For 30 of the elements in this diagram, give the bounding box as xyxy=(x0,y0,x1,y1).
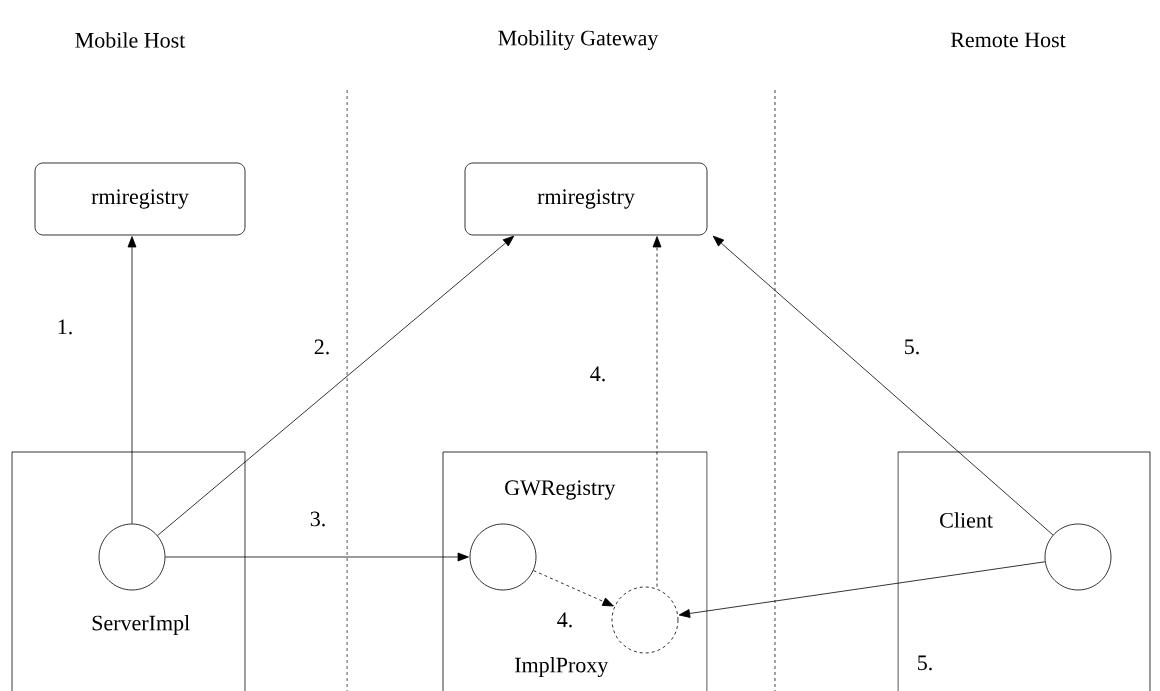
column-heading: Mobility Gateway xyxy=(498,30,659,50)
registry-box: rmiregistry xyxy=(464,162,708,236)
step-number: 3. xyxy=(308,510,328,528)
arrow xyxy=(165,552,469,562)
arrow xyxy=(678,561,1046,618)
step-number: 5. xyxy=(915,654,935,672)
arrow xyxy=(127,236,137,524)
column-heading: Remote Host xyxy=(950,32,1066,48)
object-name: ImplProxy xyxy=(515,657,609,677)
column-heading: Mobile Host xyxy=(75,32,186,48)
arrow xyxy=(533,570,614,607)
arrow xyxy=(712,235,1054,536)
step-number: 4. xyxy=(555,611,575,629)
object-name: GWRegistry xyxy=(505,480,616,500)
object-circle xyxy=(611,586,679,654)
arrow xyxy=(157,235,515,536)
host-box xyxy=(442,451,708,691)
object-name: ServerImpl xyxy=(92,615,190,635)
arrow xyxy=(652,236,662,587)
step-number: 4. xyxy=(588,365,608,383)
object-circle xyxy=(469,523,537,591)
object-name: Client xyxy=(940,512,993,528)
step-number: 5. xyxy=(902,338,922,356)
step-number: 2. xyxy=(312,338,332,356)
object-circle xyxy=(1044,523,1112,591)
object-circle xyxy=(98,523,166,591)
registry-box: rmiregistry xyxy=(34,162,246,236)
host-box xyxy=(897,451,1151,691)
host-box xyxy=(11,451,246,691)
step-number: 1. xyxy=(55,318,75,336)
